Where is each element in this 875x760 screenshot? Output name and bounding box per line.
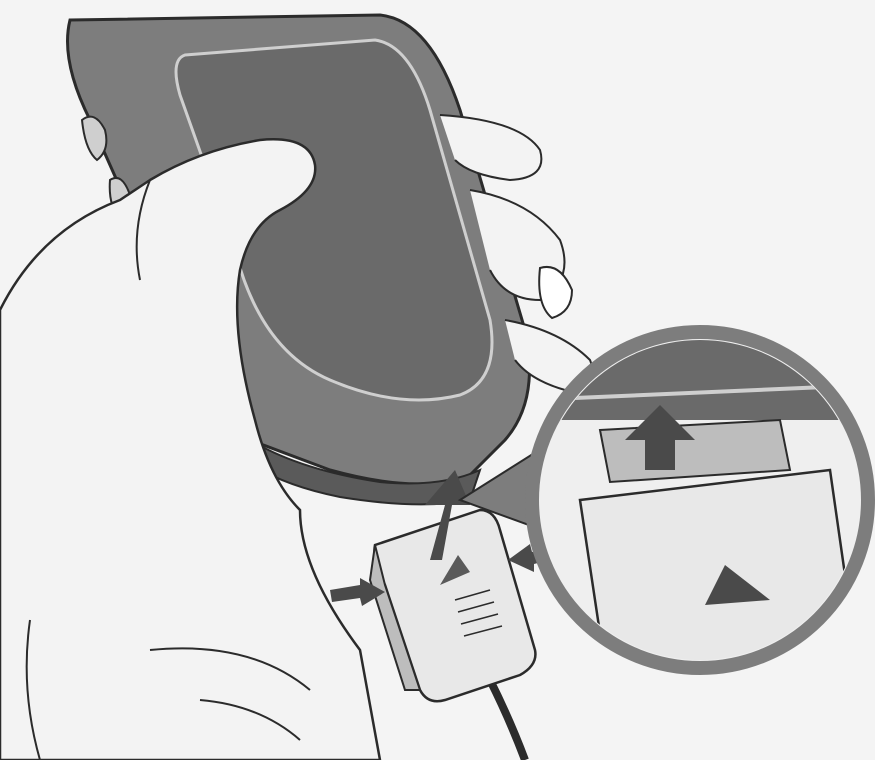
fingernail: [539, 267, 572, 318]
cable: [490, 680, 525, 760]
data-cable-connector: [370, 510, 535, 760]
magnified-port-slot: [600, 420, 790, 482]
